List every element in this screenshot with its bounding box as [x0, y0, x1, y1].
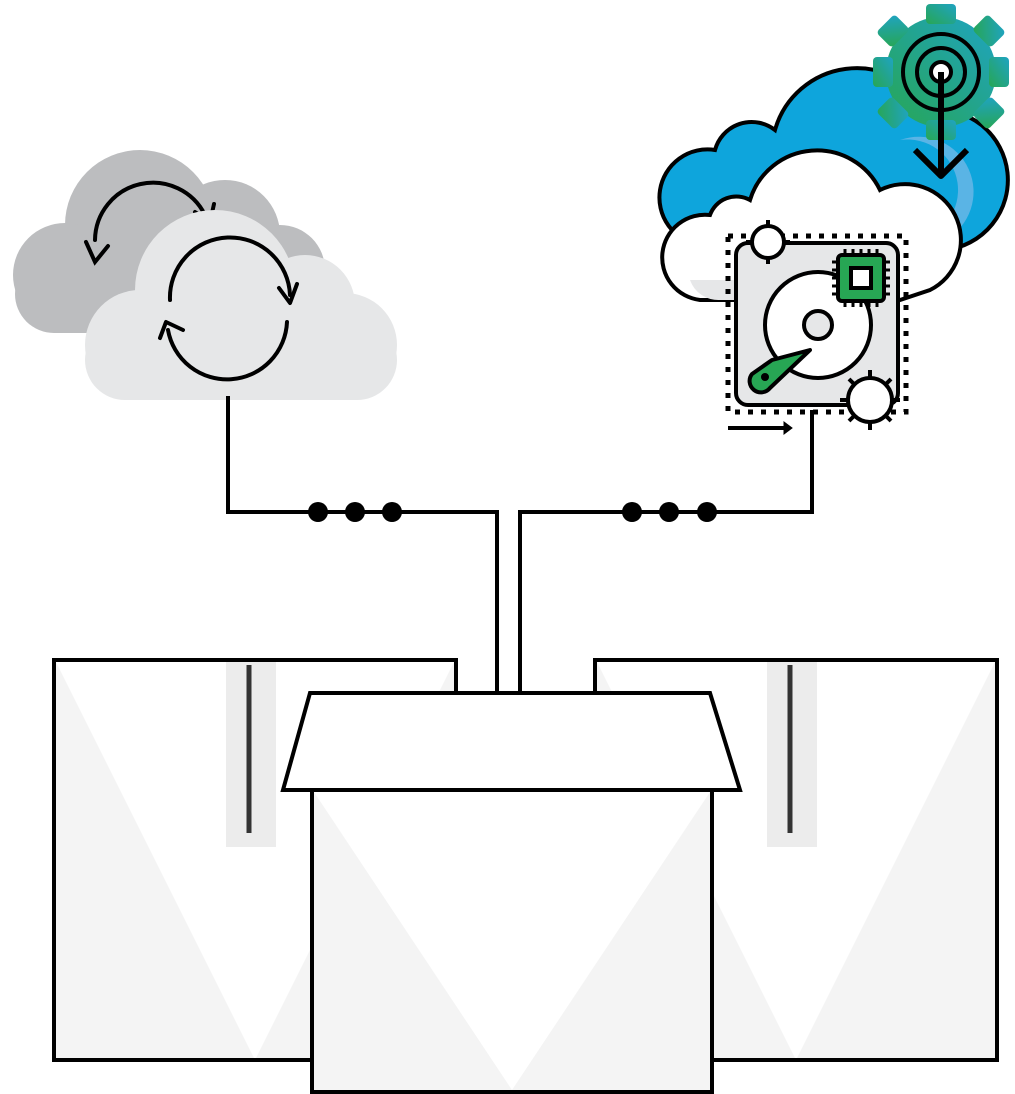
box-center [280, 691, 743, 1094]
transfer-arrow-icon [728, 421, 793, 435]
small-gear-icon [746, 220, 790, 264]
cloud-storage-icon [657, 4, 1010, 435]
bottom-gear-icon [840, 370, 900, 430]
connector-left-dots [308, 502, 402, 522]
box-center-lid [280, 691, 743, 792]
connector-right-dots [622, 502, 717, 522]
connector-right [518, 410, 814, 695]
sync-cloud-front [85, 210, 397, 400]
gear-download-icon [873, 4, 1009, 179]
chip-icon [832, 249, 890, 307]
sync-arrows-icon [158, 235, 299, 382]
connector-left [226, 396, 499, 695]
read-arm [747, 348, 812, 395]
white-cloud-shade [690, 280, 740, 301]
drive-dotted-frame [725, 233, 909, 415]
sync-cloud-icon [13, 150, 397, 400]
